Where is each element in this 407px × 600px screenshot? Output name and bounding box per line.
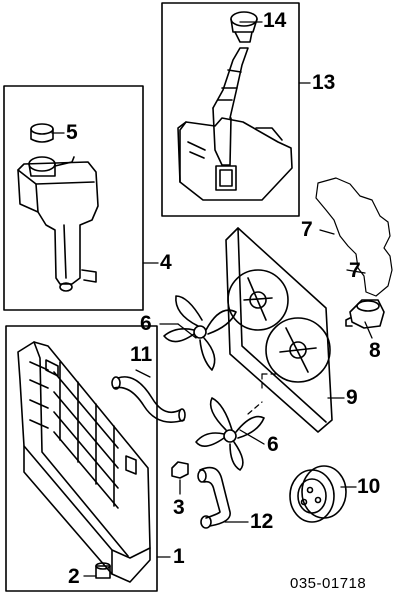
callout-9: 9	[346, 386, 358, 409]
cooling-fan-lower	[195, 397, 265, 471]
callout-14: 14	[263, 9, 287, 32]
lower-hose	[197, 466, 231, 529]
callout-13: 13	[312, 71, 336, 94]
callout-11: 11	[130, 343, 153, 366]
callout-2: 2	[68, 565, 80, 588]
fan-clutch	[289, 465, 347, 523]
upper-hose	[111, 376, 186, 423]
callout-6b: 6	[267, 433, 279, 456]
hose-clamp	[171, 461, 189, 479]
diagram-reference-code: 035-01718	[290, 575, 367, 592]
dashed-guide-lines	[247, 373, 279, 415]
reservoir-cap	[230, 11, 258, 43]
expansion-tank-cap	[30, 123, 54, 143]
reservoir-group-box	[161, 2, 300, 217]
fan-motor	[345, 299, 385, 329]
expansion-tank-group-box	[3, 85, 144, 311]
callout-5: 5	[66, 121, 78, 144]
callout-4: 4	[160, 251, 172, 274]
callout-7b: 7	[349, 259, 361, 282]
callout-6a: 6	[140, 312, 152, 335]
leader-lines	[51, 21, 373, 577]
callout-1: 1	[173, 545, 185, 568]
radiator-group-box	[5, 325, 158, 592]
shroud-gasket	[315, 177, 393, 297]
callout-12: 12	[250, 510, 274, 533]
drain-plug	[95, 562, 111, 579]
cooling-fan-upper	[163, 295, 237, 371]
coolant-reservoir	[177, 47, 293, 201]
expansion-tank	[17, 156, 99, 292]
callout-10: 10	[357, 475, 381, 498]
callout-8: 8	[369, 339, 381, 362]
callout-3: 3	[173, 496, 185, 519]
fan-shroud	[225, 227, 333, 433]
radiator	[17, 341, 151, 583]
callout-7a: 7	[301, 218, 313, 241]
